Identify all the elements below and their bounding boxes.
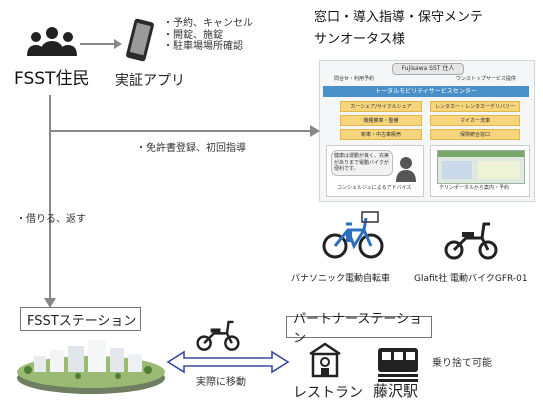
app-feature-item: ・駐車場場所確認: [163, 41, 243, 52]
panel-center-title: トータルモビリティサービスセンター: [323, 86, 529, 97]
smartphone-icon: [126, 18, 154, 62]
glafit-ebike-small-icon: [196, 320, 240, 351]
service-provider: サンオータス様: [314, 32, 406, 47]
portal-banner: [438, 151, 524, 157]
concierge-card: 健康は運動が良く、充実がありまで電動バイクが便利です。 コンシェルジュによるアド…: [326, 145, 424, 197]
app-feature-item: ・開錠、施錠: [163, 29, 223, 41]
concierge-caption: コンシェルジュによるアドバイス: [337, 185, 412, 191]
restaurant-label: レストラン: [293, 385, 363, 401]
concierge-person-icon: [396, 157, 416, 182]
arrow-resident-to-app: [80, 39, 122, 49]
panel-cell: レンタカー・レンタカーデリバリー: [430, 101, 520, 112]
panel-cell: マイカー洗車: [430, 115, 520, 126]
portal-block: [442, 161, 472, 179]
app-feature-list: ・予約、キャンセル ・開錠、施錠 ・駐車場場所確認: [163, 18, 253, 53]
portal-caption: テリンポータルから案内・予約: [439, 185, 510, 191]
panel-cell: カーシェア/サイクルシェア: [340, 101, 422, 112]
panel-cell: 機種乗車・整備: [340, 115, 422, 126]
restaurant-building-icon: [309, 342, 341, 378]
glafit-bike-label: Glafit社 電動バイクGFR-01: [414, 274, 528, 284]
glafit-ebike-icon: [444, 222, 498, 260]
concierge-bubble: 健康は運動が良く、充実がありまで電動バイクが便利です。: [331, 150, 393, 176]
move-label: 実際に移動: [196, 377, 246, 388]
service-panel: Fujisawa SST 住人 問合せ・利用予約 ワンストップサービス提供 トー…: [319, 60, 535, 202]
fujisawa-station-label: 藤沢駅: [373, 382, 419, 400]
panasonic-bicycle-icon: [322, 211, 384, 259]
panasonic-bike-label: パナソニック電動自転車: [291, 274, 391, 284]
panel-cell: 新車・中古車販売: [340, 129, 422, 140]
service-title: 窓口・導入指導・保守メンテ: [314, 10, 484, 25]
fsst-station-box: FSSTステーション: [20, 307, 141, 331]
dropoff-label: 乗り捨て可能: [432, 358, 492, 369]
resident-label: FSST住民: [14, 69, 90, 89]
portal-card: テリンポータルから案内・予約: [430, 145, 530, 197]
portal-block: [478, 161, 520, 179]
app-feature-item: ・予約、キャンセル: [163, 18, 253, 29]
people-group-icon: [27, 27, 77, 56]
bidirectional-move-arrow: [166, 350, 290, 374]
app-label: 実証アプリ: [115, 73, 185, 89]
train-station-icon: [378, 348, 418, 382]
panel-cell: 保険統合窓口: [430, 129, 520, 140]
license-registration-label: ・免許書登録、初回指導: [136, 143, 246, 154]
partner-station-box: パートナーステーション: [286, 312, 432, 346]
portal-screenshot: [437, 150, 525, 184]
panel-left-sub: 問合せ・利用予約: [334, 76, 375, 82]
borrow-return-label: ・借りる、返す: [16, 214, 86, 225]
town-island-illustration: [17, 340, 165, 394]
panel-header: Fujisawa SST 住人: [392, 63, 464, 75]
panel-right-sub: ワンストップサービス提供: [456, 76, 516, 82]
